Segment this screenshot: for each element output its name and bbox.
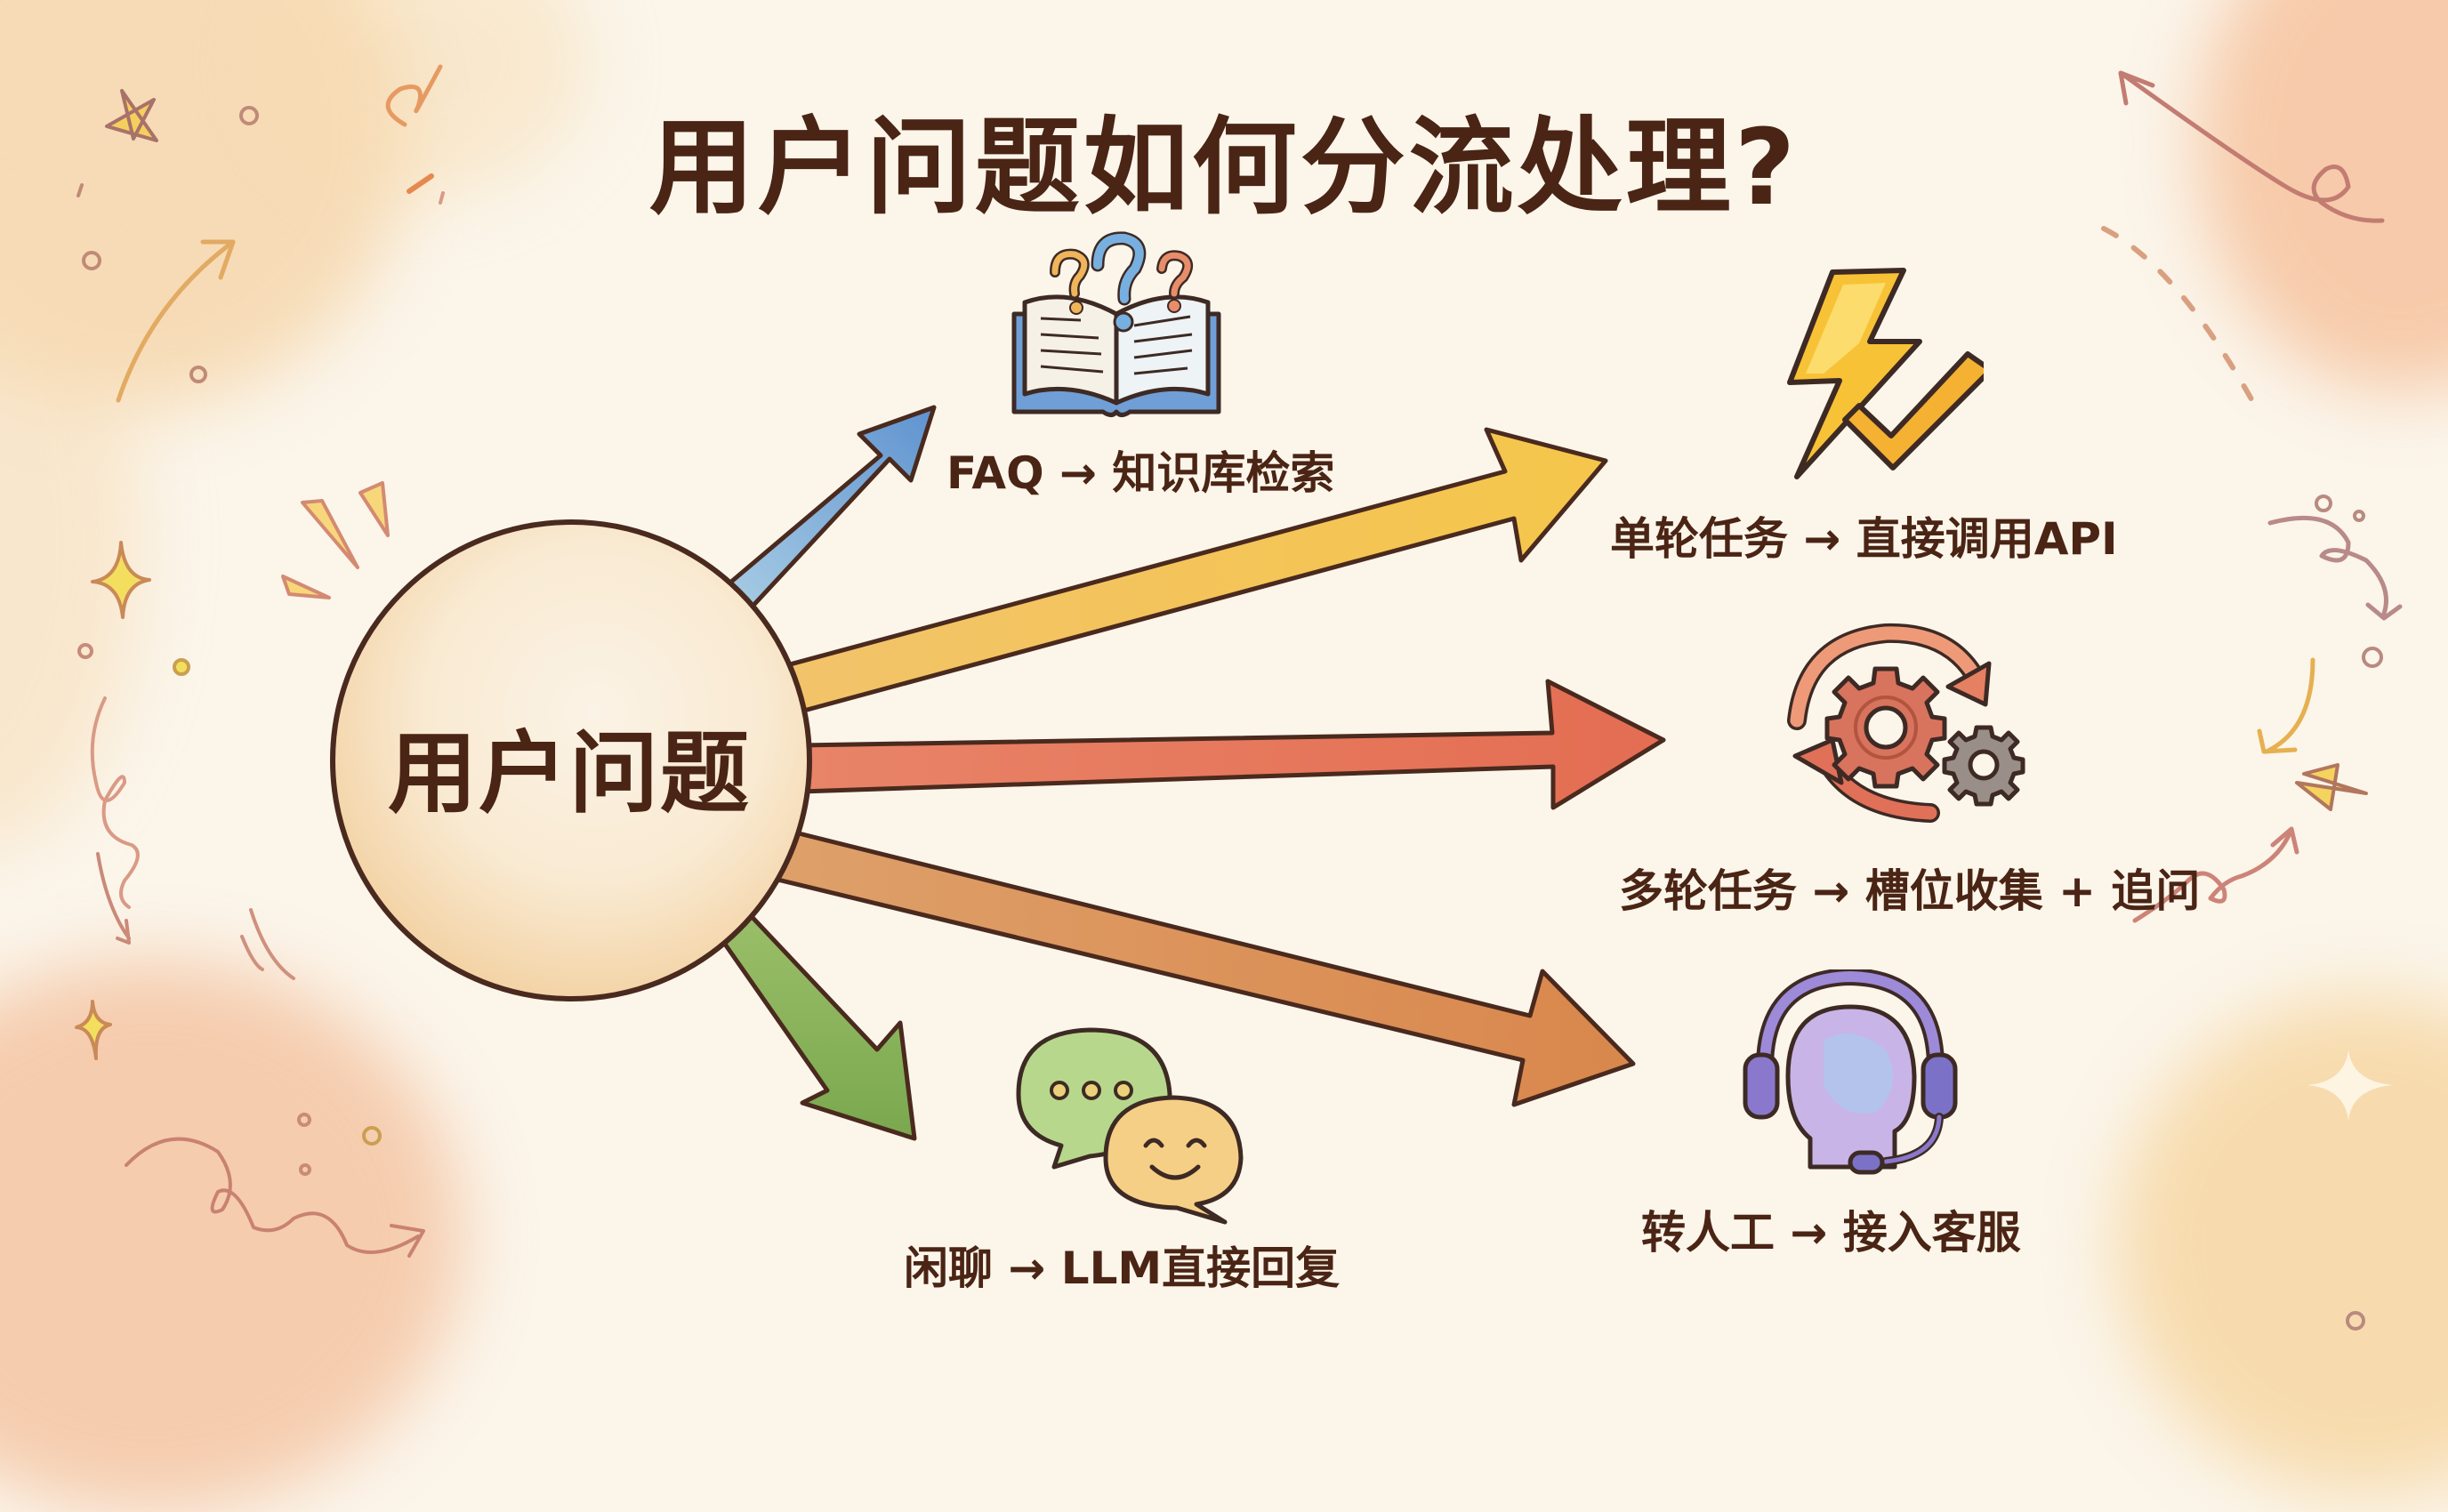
- decorations: [75, 64, 2403, 1331]
- dot-doodle: [2346, 1311, 2365, 1331]
- arrow-single-turn: [787, 427, 1608, 714]
- dashed-trail-doodle: [2101, 226, 2262, 416]
- dot-doodle: [2362, 647, 2383, 668]
- burst-ray: [358, 481, 390, 537]
- dash-doodle: [439, 191, 445, 205]
- arrow-multi-turn: [798, 679, 1666, 810]
- star-doodle-right: [2295, 763, 2368, 811]
- dot-doodle: [173, 658, 190, 676]
- route-label-single-turn: 单轮任务 → 直接调用API: [1610, 513, 2118, 565]
- curved-arrow-doodle-right: [2257, 657, 2315, 754]
- curly-arrow-doodle-top-right: [2118, 70, 2385, 223]
- motion-line: [240, 935, 264, 971]
- dot-doodle: [189, 366, 207, 383]
- route-label-chitchat: 闲聊 → LLM直接回复: [904, 1243, 1341, 1294]
- wavy-arrow-doodle-bottom-left: [125, 1137, 425, 1258]
- route-label-multi-turn: 多轮任务 → 槽位收集 + 追问: [1619, 865, 2201, 917]
- chat-bubbles-icon: [1016, 1027, 1244, 1225]
- route-label-human-handoff: 转人工 → 接入客服: [1641, 1207, 2021, 1259]
- hub-circle: [330, 519, 812, 1001]
- lightning-check-icon: [1787, 268, 1984, 479]
- dot-doodle: [77, 643, 93, 659]
- arrow-faq: [722, 405, 937, 615]
- book-question-icon: [1011, 231, 1221, 417]
- dot-doodle: [299, 1163, 311, 1176]
- sparkle-doodle-bottom-left: [75, 1000, 112, 1060]
- dot-doodle: [297, 1113, 311, 1127]
- dot-doodle: [82, 251, 101, 270]
- dash-doodle: [407, 173, 434, 194]
- burst-ray: [301, 499, 359, 569]
- curly-arrow-doodle-right: [2267, 515, 2403, 621]
- dot-doodle: [362, 1126, 382, 1146]
- burst-ray: [281, 575, 331, 599]
- star-doodle-top-left: [105, 89, 158, 142]
- headset-agent-icon: [1743, 969, 1958, 1175]
- dot-doodle: [2353, 510, 2365, 522]
- curved-arrow-doodle-left: [96, 852, 131, 945]
- loopy-arrow-doodle-bottom-right: [2132, 826, 2299, 923]
- hub-label: 用户问题: [388, 721, 751, 825]
- arrow-chitchat: [709, 905, 917, 1141]
- dash-doodle: [76, 183, 84, 197]
- dot-doodle: [2315, 495, 2332, 512]
- curved-arrow-doodle: [116, 239, 236, 403]
- motion-line: [249, 908, 295, 980]
- diagram-canvas: [75, 64, 2403, 1331]
- gears-cycle-icon: [1787, 623, 2025, 823]
- route-label-faq: FAQ → 知识库检索: [946, 447, 1335, 499]
- dot-doodle: [239, 106, 259, 125]
- squiggle-doodle-left: [90, 696, 140, 909]
- arrow-human-handoff: [771, 829, 1636, 1107]
- page-title: 用户问题如何分流处理?: [648, 106, 1800, 229]
- sparkle-doodle-bottom-right: [2307, 1050, 2393, 1121]
- sparkle-doodle-left: [91, 541, 151, 619]
- squiggle-doodle: [385, 64, 443, 127]
